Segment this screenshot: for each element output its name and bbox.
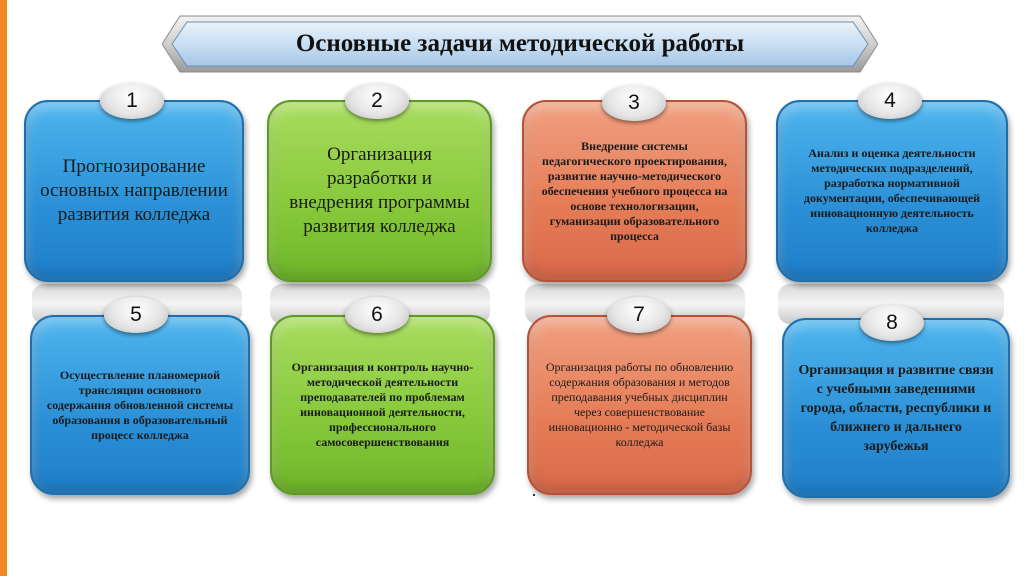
number-badge-6: 6 [345,297,409,333]
task-text: Прогнозирование основных направлении раз… [40,156,228,225]
accent-bar [0,0,7,576]
task-text: Внедрение системы педагогического проект… [541,138,728,243]
task-text: Организация разработки и внедрения прогр… [289,144,470,237]
page-title: Основные задачи методической работы [295,30,745,57]
task-card-4: Анализ и оценка деятельности методически… [776,100,1008,282]
number-badge-1: 1 [100,83,164,119]
task-text: Организация и контроль научно-методическ… [291,360,474,449]
task-text: Организация работы по обновлению содержа… [545,360,734,449]
number-badge-3: 3 [602,85,666,121]
banner-shape [162,15,878,73]
task-text: Организация и развитие связи с учебными … [798,362,994,454]
number-badge-4: 4 [858,83,922,119]
task-card-2: Организация разработки и внедрения прогр… [267,100,492,282]
task-card-7: Организация работы по обновлению содержа… [527,315,752,495]
task-card-8: Организация и развитие связи с учебными … [782,318,1010,498]
number-badge-7: 7 [607,297,671,333]
task-card-1: Прогнозирование основных направлении раз… [24,100,244,282]
title-banner: Основные задачи методической работы [162,14,878,74]
number-badge-5: 5 [104,297,168,333]
task-card-5: Осуществление планомерной трансляции осн… [30,315,250,495]
task-text: Анализ и оценка деятельности методически… [803,146,981,235]
number-badge-2: 2 [345,83,409,119]
task-card-3: Внедрение системы педагогического проект… [522,100,747,282]
stray-dot [533,494,535,496]
number-badge-8: 8 [860,305,924,341]
task-card-6: Организация и контроль научно-методическ… [270,315,495,495]
task-text: Осуществление планомерной трансляции осн… [46,367,234,442]
